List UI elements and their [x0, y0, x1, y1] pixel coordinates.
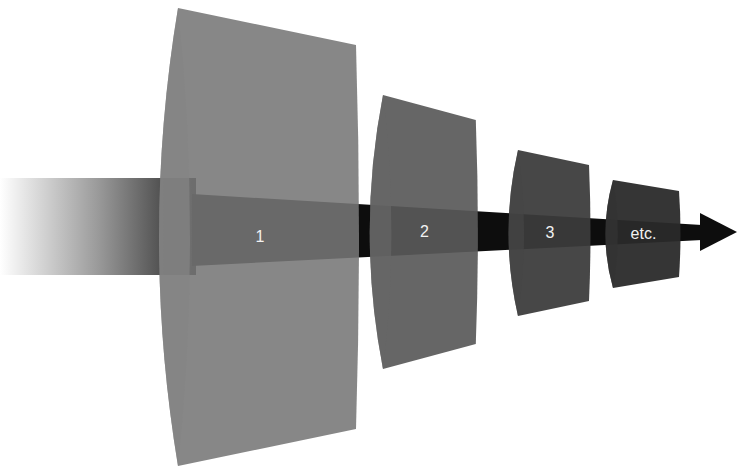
funnel-stage: etc.: [605, 180, 682, 288]
funnel-stage: 1: [158, 8, 362, 466]
cone-face: [370, 95, 392, 369]
funnel-stage: 3: [508, 150, 592, 316]
cone-body: [370, 95, 478, 369]
cone-face: [159, 8, 190, 466]
cone-body: [605, 180, 680, 288]
stage-number: 1: [256, 228, 265, 246]
funnel-stage: 2: [369, 95, 480, 369]
stage-number: etc.: [631, 225, 657, 243]
cone-face: [605, 180, 617, 288]
cone-body: [509, 150, 591, 316]
cone-body: [159, 8, 359, 466]
stage-number: 2: [420, 223, 429, 241]
cone-face: [509, 150, 525, 316]
stage-number: 3: [546, 224, 555, 242]
arrow-head: [700, 213, 737, 251]
